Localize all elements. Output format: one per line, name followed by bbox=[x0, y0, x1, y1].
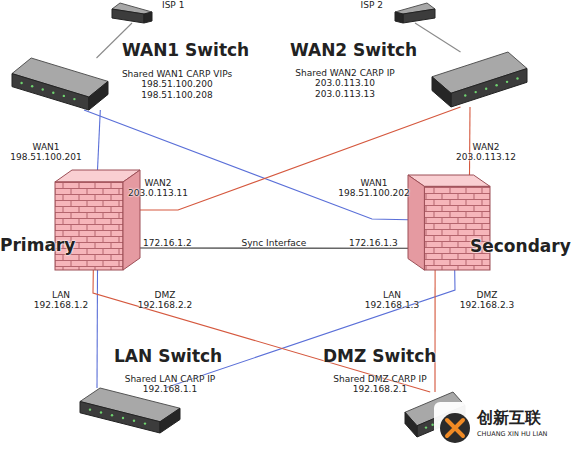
interface-label: WAN2 203.0.113.11 bbox=[120, 178, 196, 199]
node-title: ISP 2 bbox=[333, 0, 383, 10]
network-device: ISP 1 bbox=[112, 3, 152, 23]
network-link bbox=[96, 270, 98, 388]
isp-icon bbox=[112, 3, 152, 23]
node-title: WAN2 Switch bbox=[290, 41, 430, 61]
port-light bbox=[133, 420, 135, 422]
network-link bbox=[165, 270, 455, 388]
interface-label: 172.16.1.3 bbox=[349, 238, 419, 248]
firewall-node: Primary bbox=[55, 170, 140, 270]
icon-group bbox=[405, 392, 465, 437]
interface-label: WAN1 198.51.100.201 bbox=[6, 142, 86, 163]
interface-label: DMZ 192.168.2.2 bbox=[130, 290, 200, 311]
port-light bbox=[475, 91, 477, 93]
port-light bbox=[438, 421, 440, 423]
device-side bbox=[405, 412, 417, 437]
isp-icon bbox=[395, 3, 435, 23]
interface-label: LAN 192.168.1.3 bbox=[357, 290, 427, 311]
network-link bbox=[434, 270, 435, 392]
node-title: DMZ Switch bbox=[323, 347, 453, 367]
icon-group bbox=[395, 3, 435, 23]
port-light bbox=[458, 412, 460, 414]
port-light bbox=[425, 426, 427, 428]
network-link bbox=[98, 110, 101, 170]
node-title: Primary bbox=[0, 236, 90, 256]
port-light bbox=[464, 94, 466, 96]
node-note: Shared DMZ CARP IP 192.168.2.1 bbox=[315, 374, 445, 395]
network-link bbox=[469, 107, 471, 175]
port-light bbox=[506, 81, 508, 83]
port-light bbox=[451, 415, 453, 417]
wall-front bbox=[55, 182, 123, 270]
network-link bbox=[93, 270, 430, 392]
port-light bbox=[89, 408, 91, 410]
port-light bbox=[144, 422, 146, 424]
watermark-text: 创新互联 bbox=[477, 409, 569, 427]
port-light bbox=[495, 84, 497, 86]
node-title: LAN Switch bbox=[114, 347, 244, 367]
firewall-node: Secondary bbox=[408, 175, 490, 270]
node-note: Shared LAN CARP IP 192.168.1.1 bbox=[110, 374, 230, 395]
port-light bbox=[445, 418, 447, 420]
icon-group bbox=[112, 3, 152, 23]
port-light bbox=[42, 88, 44, 90]
icon-group bbox=[432, 52, 527, 107]
switch-icon bbox=[432, 52, 527, 107]
watermark-text: CHUANG XIN HU LIAN bbox=[477, 431, 569, 438]
interface-label: WAN1 198.51.100.202 bbox=[334, 178, 414, 199]
device-front bbox=[417, 406, 465, 438]
port-light bbox=[516, 77, 518, 79]
network-link bbox=[415, 23, 461, 52]
device-front bbox=[80, 402, 160, 434]
port-light bbox=[100, 411, 102, 413]
port-light bbox=[485, 87, 487, 89]
network-device: LAN SwitchShared LAN CARP IP 192.168.1.1 bbox=[80, 388, 180, 433]
device-front bbox=[12, 74, 89, 110]
interface-label: WAN2 203.0.113.12 bbox=[446, 142, 526, 163]
device-side bbox=[144, 12, 152, 23]
port-light bbox=[122, 417, 124, 419]
device-side bbox=[160, 408, 180, 433]
device-front bbox=[403, 9, 435, 23]
switch-icon bbox=[12, 58, 108, 110]
wall-front bbox=[424, 186, 490, 270]
node-note: Shared WAN2 CARP IP 203.0.113.10 203.0.1… bbox=[284, 68, 406, 99]
interface-label: LAN 192.168.1.2 bbox=[26, 290, 96, 311]
device-front bbox=[112, 9, 144, 23]
node-title: Secondary bbox=[470, 237, 571, 257]
icon-group bbox=[80, 388, 180, 433]
port-light bbox=[431, 424, 433, 426]
icon-group bbox=[12, 58, 108, 110]
network-device: WAN2 SwitchShared WAN2 CARP IP 203.0.113… bbox=[432, 52, 527, 107]
port-light bbox=[20, 82, 22, 84]
wall-side bbox=[408, 175, 424, 270]
device-front bbox=[451, 69, 527, 108]
node-title: ISP 1 bbox=[162, 0, 212, 10]
port-light bbox=[111, 414, 113, 416]
port-light bbox=[52, 91, 54, 93]
device-side bbox=[89, 81, 108, 110]
node-note: Shared WAN1 CARP VIPs 198.51.100.200 198… bbox=[116, 69, 238, 100]
interface-label: DMZ 192.168.2.3 bbox=[452, 290, 522, 311]
network-device: ISP 2 bbox=[395, 3, 435, 23]
switch-icon bbox=[405, 392, 465, 437]
interface-label: 172.16.1.2 bbox=[143, 238, 213, 248]
network-device: DMZ SwitchShared DMZ CARP IP 192.168.2.1 bbox=[405, 392, 465, 437]
port-light bbox=[31, 85, 33, 87]
wall-side bbox=[123, 170, 140, 270]
port-light bbox=[63, 95, 65, 97]
port-light bbox=[73, 98, 75, 100]
network-device: WAN1 SwitchShared WAN1 CARP VIPs 198.51.… bbox=[12, 58, 108, 110]
link-label: Sync Interface bbox=[242, 238, 307, 248]
switch-icon bbox=[80, 388, 180, 433]
node-title: WAN1 Switch bbox=[122, 41, 262, 61]
device-side bbox=[395, 12, 403, 23]
device-side bbox=[432, 77, 451, 107]
